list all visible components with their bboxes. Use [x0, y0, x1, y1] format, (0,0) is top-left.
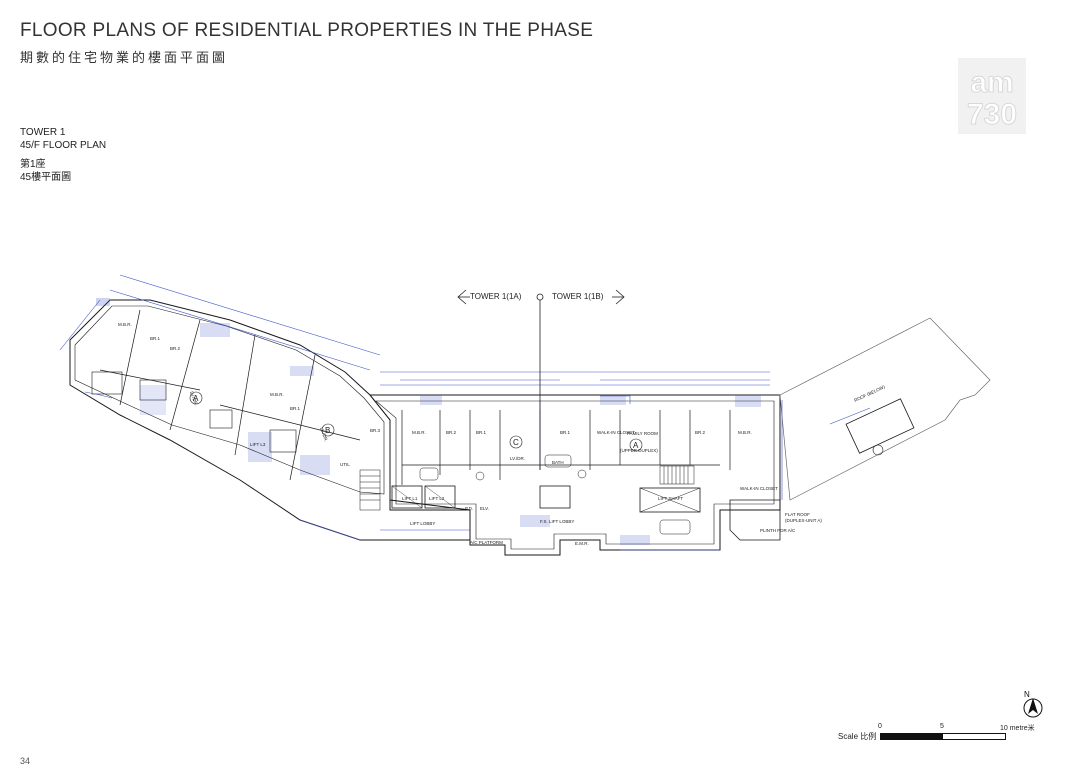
tower-label-chinese: 第1座	[20, 159, 46, 170]
room-label: (UPPER DUPLEX)	[620, 448, 658, 453]
room-label: BR.1	[560, 430, 571, 435]
room-label: BR.3	[370, 428, 381, 433]
room-label: LIFT LOBBY	[410, 521, 435, 526]
floor-label-chinese: 45樓平面圖	[20, 172, 72, 183]
room-label: M.B.R.	[270, 392, 284, 397]
room-label: BR.1	[476, 430, 487, 435]
section-marker-left: TOWER 1(1A)	[470, 292, 522, 301]
room-label: LV./DR.	[189, 391, 199, 407]
room-label: F.S. LIFT LOBBY	[540, 519, 574, 524]
scale-label: Scale 比例	[838, 732, 877, 741]
central-block-outline	[368, 394, 781, 556]
north-arrow-icon: N	[1023, 690, 1043, 718]
room-label: UTIL	[340, 462, 350, 467]
room-label: LIFT L1	[402, 496, 418, 501]
room-label: M.B.R.	[118, 322, 132, 327]
scale-tick-5: 5	[940, 723, 944, 730]
room-label: E.M.R.	[575, 541, 589, 546]
unit-marker-c: C	[513, 438, 519, 447]
floor-label: 45/F FLOOR PLAN	[20, 140, 107, 151]
room-label: BR.2	[170, 346, 181, 351]
scale-tick-10: 10 metre米	[1000, 725, 1035, 732]
room-label: ROOF (BELOW)	[853, 384, 886, 403]
room-label: FAMILY ROOM	[627, 431, 658, 436]
room-label: WALK-IN CLOSET	[740, 486, 778, 491]
svg-text:N: N	[1024, 690, 1030, 699]
room-label: ELV.	[480, 506, 489, 511]
scale-bar	[880, 733, 1006, 740]
room-label: FLAT ROOF	[785, 512, 810, 517]
logo-line1: am	[970, 66, 1013, 99]
room-label: BR.2	[695, 430, 706, 435]
room-label: BR.1	[290, 406, 301, 411]
am730-watermark-logo: am 730	[958, 58, 1026, 134]
unit-marker-a: A	[633, 441, 639, 450]
room-label: LV./DR.	[510, 456, 525, 461]
scale-tick-0: 0	[878, 723, 882, 730]
tower-label: TOWER 1	[20, 127, 66, 138]
unit-marker-b: B	[325, 426, 330, 435]
room-label: A/C PLATFORM	[470, 540, 503, 545]
room-label: M.B.R.	[412, 430, 426, 435]
roof-outline	[779, 317, 991, 501]
room-label: BATH	[552, 460, 564, 465]
unit-marker-a: A	[193, 394, 199, 403]
page-title-chinese: 期數的住宅物業的樓面平面圖	[20, 50, 229, 65]
room-label: LIFT SHAFT	[658, 496, 683, 501]
room-label: LIFT L2	[429, 496, 445, 501]
room-label: M.B.R.	[738, 430, 752, 435]
west-wing-outline	[69, 299, 471, 541]
logo-line2: 730	[967, 98, 1017, 131]
room-label: WALK-IN CLOSET	[597, 430, 635, 435]
room-label: BR.2	[446, 430, 457, 435]
page-title: FLOOR PLANS OF RESIDENTIAL PROPERTIES IN…	[20, 20, 594, 41]
room-label: P.D.	[465, 506, 473, 511]
room-label: PLINTH FOR A/C	[760, 528, 796, 533]
room-label: (DUPLEX-UNIT A)	[785, 518, 822, 523]
scale-bar-fill	[881, 734, 943, 739]
section-marker-right: TOWER 1(1B)	[552, 292, 604, 301]
page-number: 34	[20, 756, 31, 766]
room-label: BR.1	[150, 336, 161, 341]
room-label: LIFT L3	[250, 442, 266, 447]
